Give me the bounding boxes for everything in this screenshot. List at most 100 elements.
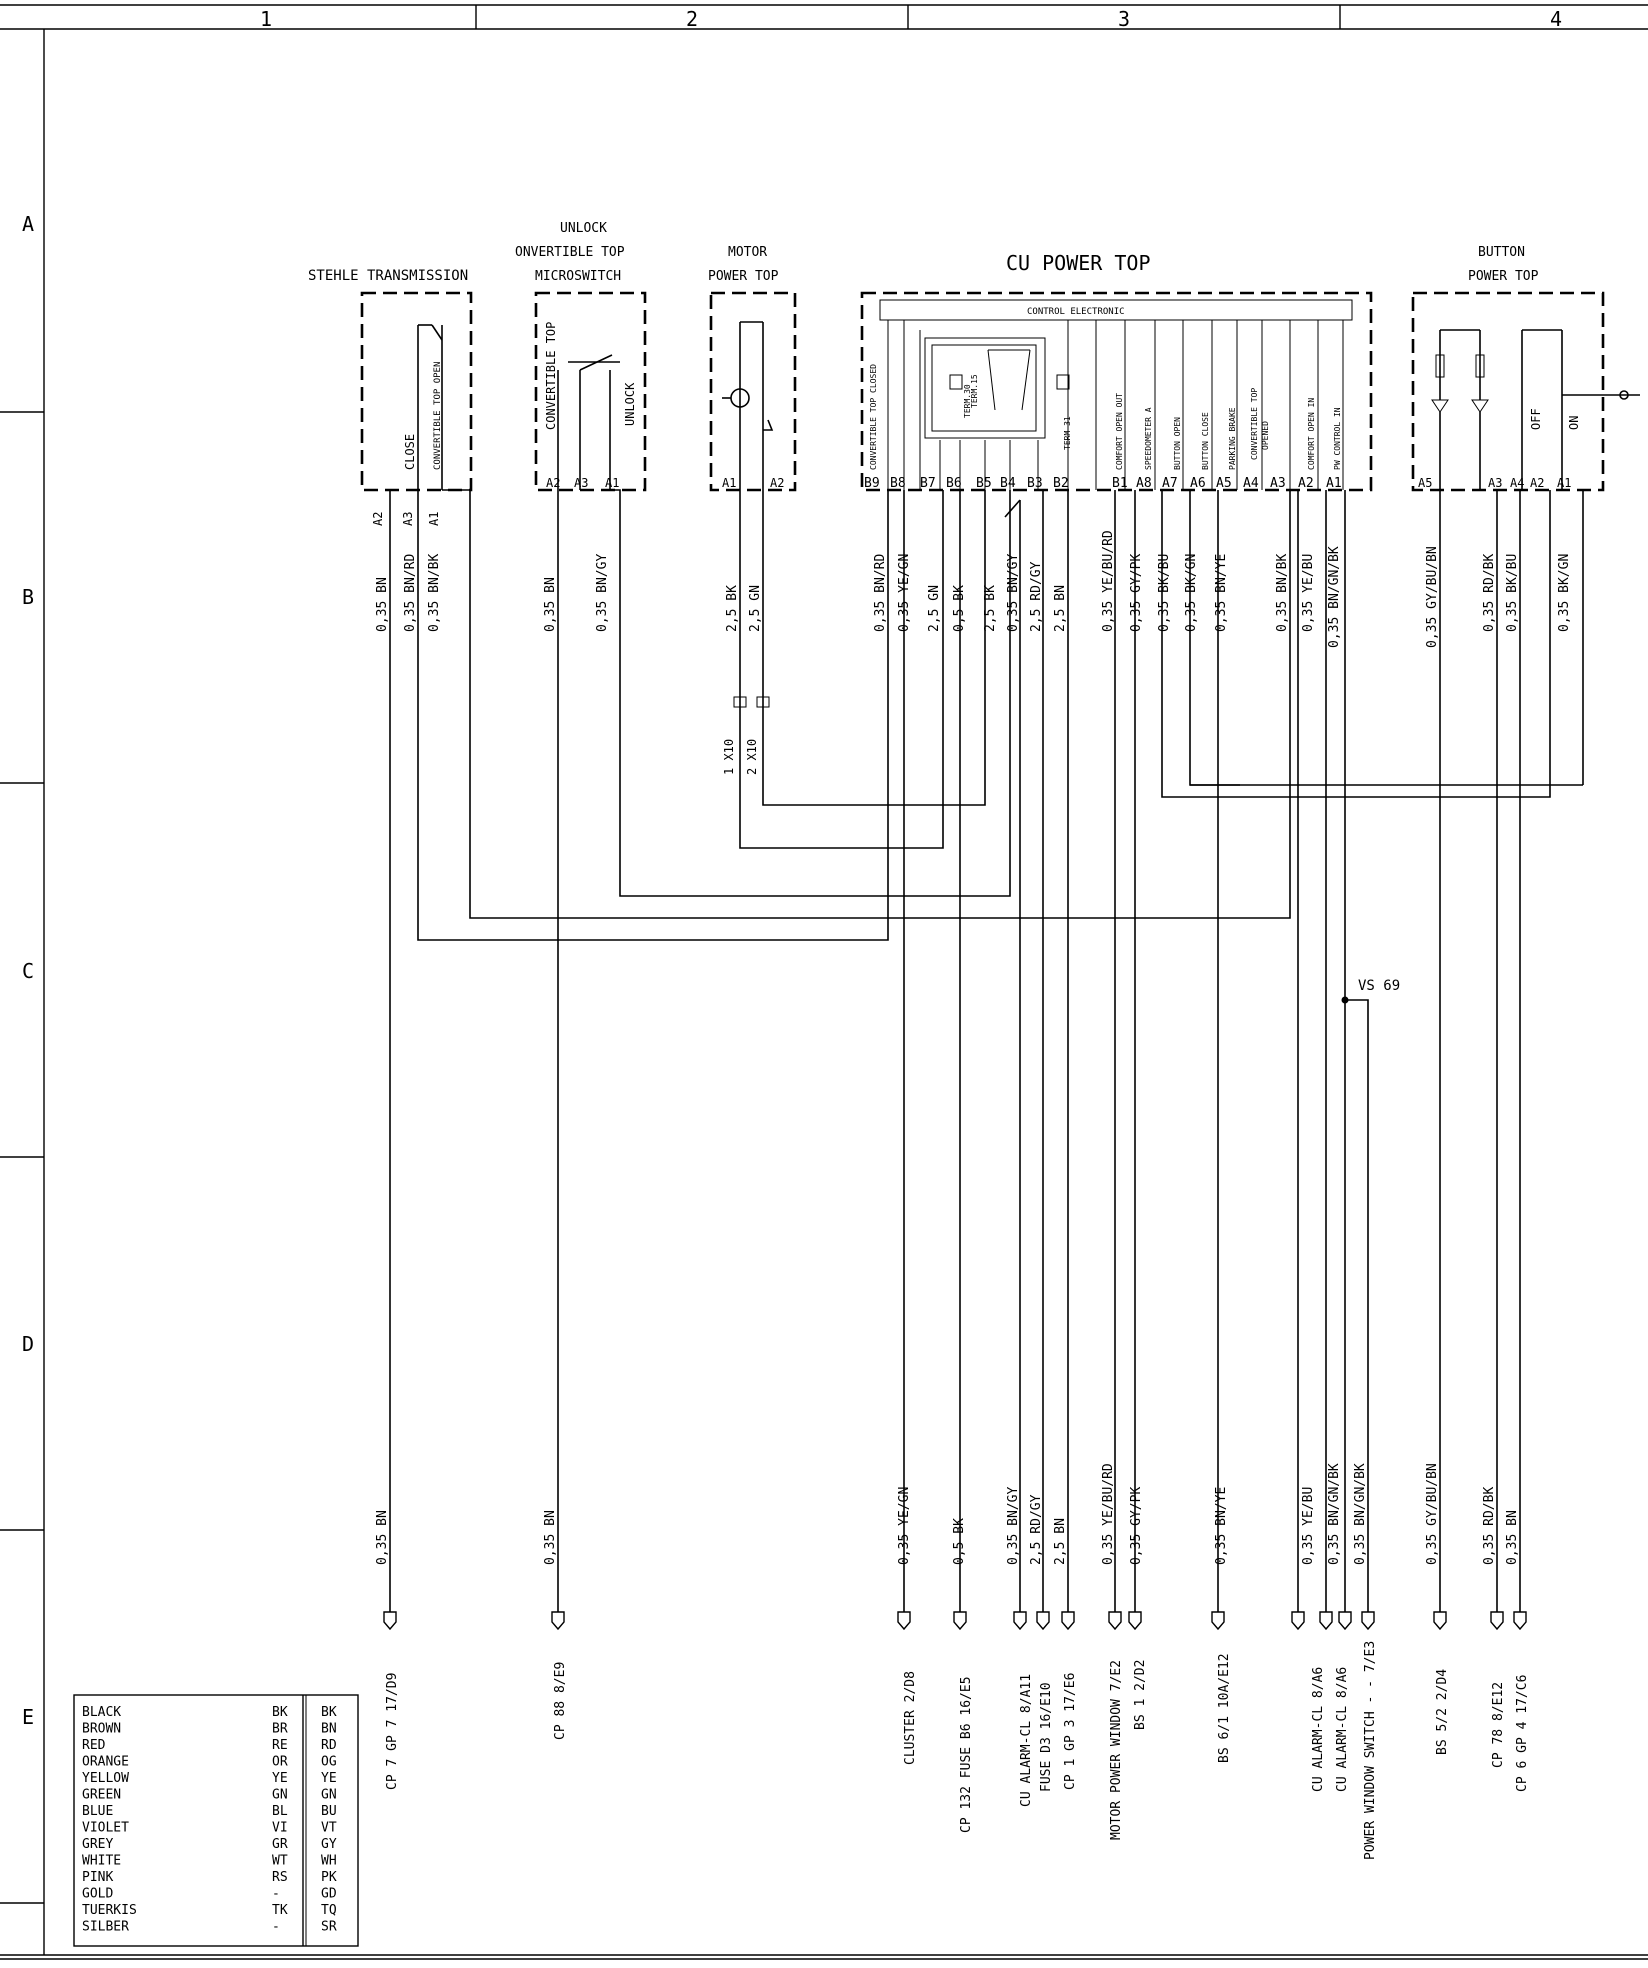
wire-label: 0,35 BN/GY [1006,554,1021,632]
wire-label: 0,35 GY/PK [1129,1487,1144,1565]
row-label: D [22,1332,34,1356]
pin-label: A3 [574,476,588,490]
component-title: STEHLE TRANSMISSION [308,268,468,284]
wire-label: 0,35 BK/BU [1157,554,1172,632]
pin-label: A1 [722,476,736,490]
legend-name: YELLOW [82,1771,129,1786]
destination-label: CU ALARM-CL 8/A6 [1311,1667,1326,1792]
wire-label: 2,5 BK [983,585,998,632]
component-unlock-microswitch: UNLOCK ONVERTIBLE TOP MICROSWITCH CONVER… [515,221,647,492]
destination-label: CU ALARM-CL 8/A11 [1019,1674,1034,1807]
legend-de: - [272,1887,280,1902]
wire-label: 0,35 YE/BU/RD [1101,530,1116,632]
legend-name: RED [82,1738,106,1753]
terminal-arrow-icon [1433,1611,1447,1631]
function-label: BUTTON CLOSE [1201,412,1210,470]
destination-label: CP 7 GP 7 17/D9 [385,1673,400,1790]
pin-label: A2 [546,476,560,490]
legend-name: BLACK [82,1705,121,1720]
top-wire-labels: 0,35 BN 0,35 BN/RD 0,35 BN/BK 0,35 BN 0,… [375,530,1572,648]
wire-label: 0,35 YE/GN [897,1487,912,1565]
switch-label: CONVERTIBLE TOP [544,322,558,430]
function-label: PW CONTROL IN [1333,407,1342,470]
destination-label: CP 78 8/E12 [1491,1682,1506,1768]
wire-label: 0,35 GY/BU/BN [1425,1463,1440,1565]
component-stehle-transmission: STEHLE TRANSMISSION CLOSE CONVERTIBLE TO… [308,268,473,526]
switch-label: ON [1567,416,1581,430]
function-label: SPEEDOMETER A [1144,407,1153,470]
wire-label: 0,35 BK/GN [1557,554,1572,632]
terminal-arrow-icon [383,1611,397,1631]
legend-name: GOLD [82,1887,113,1902]
pin-label: A2 [770,476,784,490]
legend-de: YE [272,1771,288,1786]
column-label: 4 [1550,7,1562,31]
column-label: 1 [260,7,272,31]
destination-label: CP 132 FUSE B6 16/E5 [959,1676,974,1833]
destination-label: FUSE D3 16/E10 [1039,1682,1054,1792]
legend-en: VT [321,1821,337,1836]
switch-label: UNLOCK [623,382,637,426]
legend-de: - [272,1920,280,1935]
control-electronic-label: CONTROL ELECTRONIC [1027,307,1125,317]
destination-label: CP 6 GP 4 17/C6 [1515,1675,1530,1792]
legend-de: GN [272,1788,288,1803]
column-label: 2 [686,7,698,31]
component-motor-power-top: MOTOR POWER TOP A1 A2 [708,245,797,492]
legend-name: GREY [82,1837,113,1852]
terminal-arrow-icon [1361,1611,1375,1631]
legend-en: YE [321,1771,337,1786]
wire-label: 0,35 BN [375,1510,390,1565]
legend-de: VI [272,1821,288,1836]
function-label: COMFORT OPEN IN [1307,398,1316,470]
connector-label: 1 X10 [722,739,736,775]
terminal-arrow-icon [1338,1611,1352,1631]
pin-label: A1 [1326,476,1342,491]
component-title: MICROSWITCH [535,269,621,284]
relay-label: TERM.30 [963,384,972,418]
legend-de: GR [272,1837,288,1852]
terminal-arrow-icon [1490,1611,1504,1631]
pin-label: B5 [976,476,992,491]
legend-de: RE [272,1738,288,1753]
wire-label: 2,5 RD/GY [1029,1494,1044,1565]
component-title: UNLOCK [560,221,607,236]
pin-label: A3 [401,512,415,526]
pin-label: A8 [1136,476,1152,491]
terminal-arrow-icon [1513,1611,1527,1631]
terminal-arrow-icon [1128,1611,1142,1631]
switch-label: OFF [1529,408,1543,430]
legend-en: GN [321,1788,337,1803]
bottom-wire-labels: 0,35 BN 0,35 BN 0,35 YE/GN 0,5 BK 0,35 B… [375,1463,1520,1565]
pin-label: A4 [1243,476,1259,491]
pin-label: A3 [1270,476,1286,491]
pin-label: A1 [1557,476,1571,490]
terminal-arrow-icon [551,1611,565,1631]
pin-label: A2 [371,512,385,526]
legend-en: TQ [321,1903,337,1918]
row-labels: A B C D E [22,212,34,1729]
pin-label: A1 [427,512,441,526]
pin-label: B1 [1112,476,1128,491]
wire-label: 0,5 BK [952,1518,967,1565]
legend-name: BLUE [82,1804,113,1819]
wire-label: 0,35 BN/YE [1214,554,1229,632]
legend-name: ORANGE [82,1755,129,1770]
legend-de: RS [272,1870,288,1885]
pin-label: A7 [1162,476,1178,491]
function-label: PARKING BRAKE [1228,407,1237,470]
pin-label: A5 [1418,476,1432,490]
switch-label: CLOSE [403,434,417,470]
destination-label: CP 88 8/E9 [553,1662,568,1740]
legend-en: WH [321,1854,337,1869]
wires [389,489,1584,1620]
pin-label: B3 [1027,476,1043,491]
destination-label: POWER WINDOW SWITCH - - 7/E3 [1363,1641,1378,1860]
wire-label: 0,5 BK [952,585,967,632]
wire-label: 0,35 BN/YE [1214,1487,1229,1565]
wire-label: 0,35 YE/BU/RD [1101,1463,1116,1565]
pin-label: A5 [1216,476,1232,491]
wire-label: 0,35 BN [543,1510,558,1565]
wire-label: 2,5 BK [725,585,740,632]
